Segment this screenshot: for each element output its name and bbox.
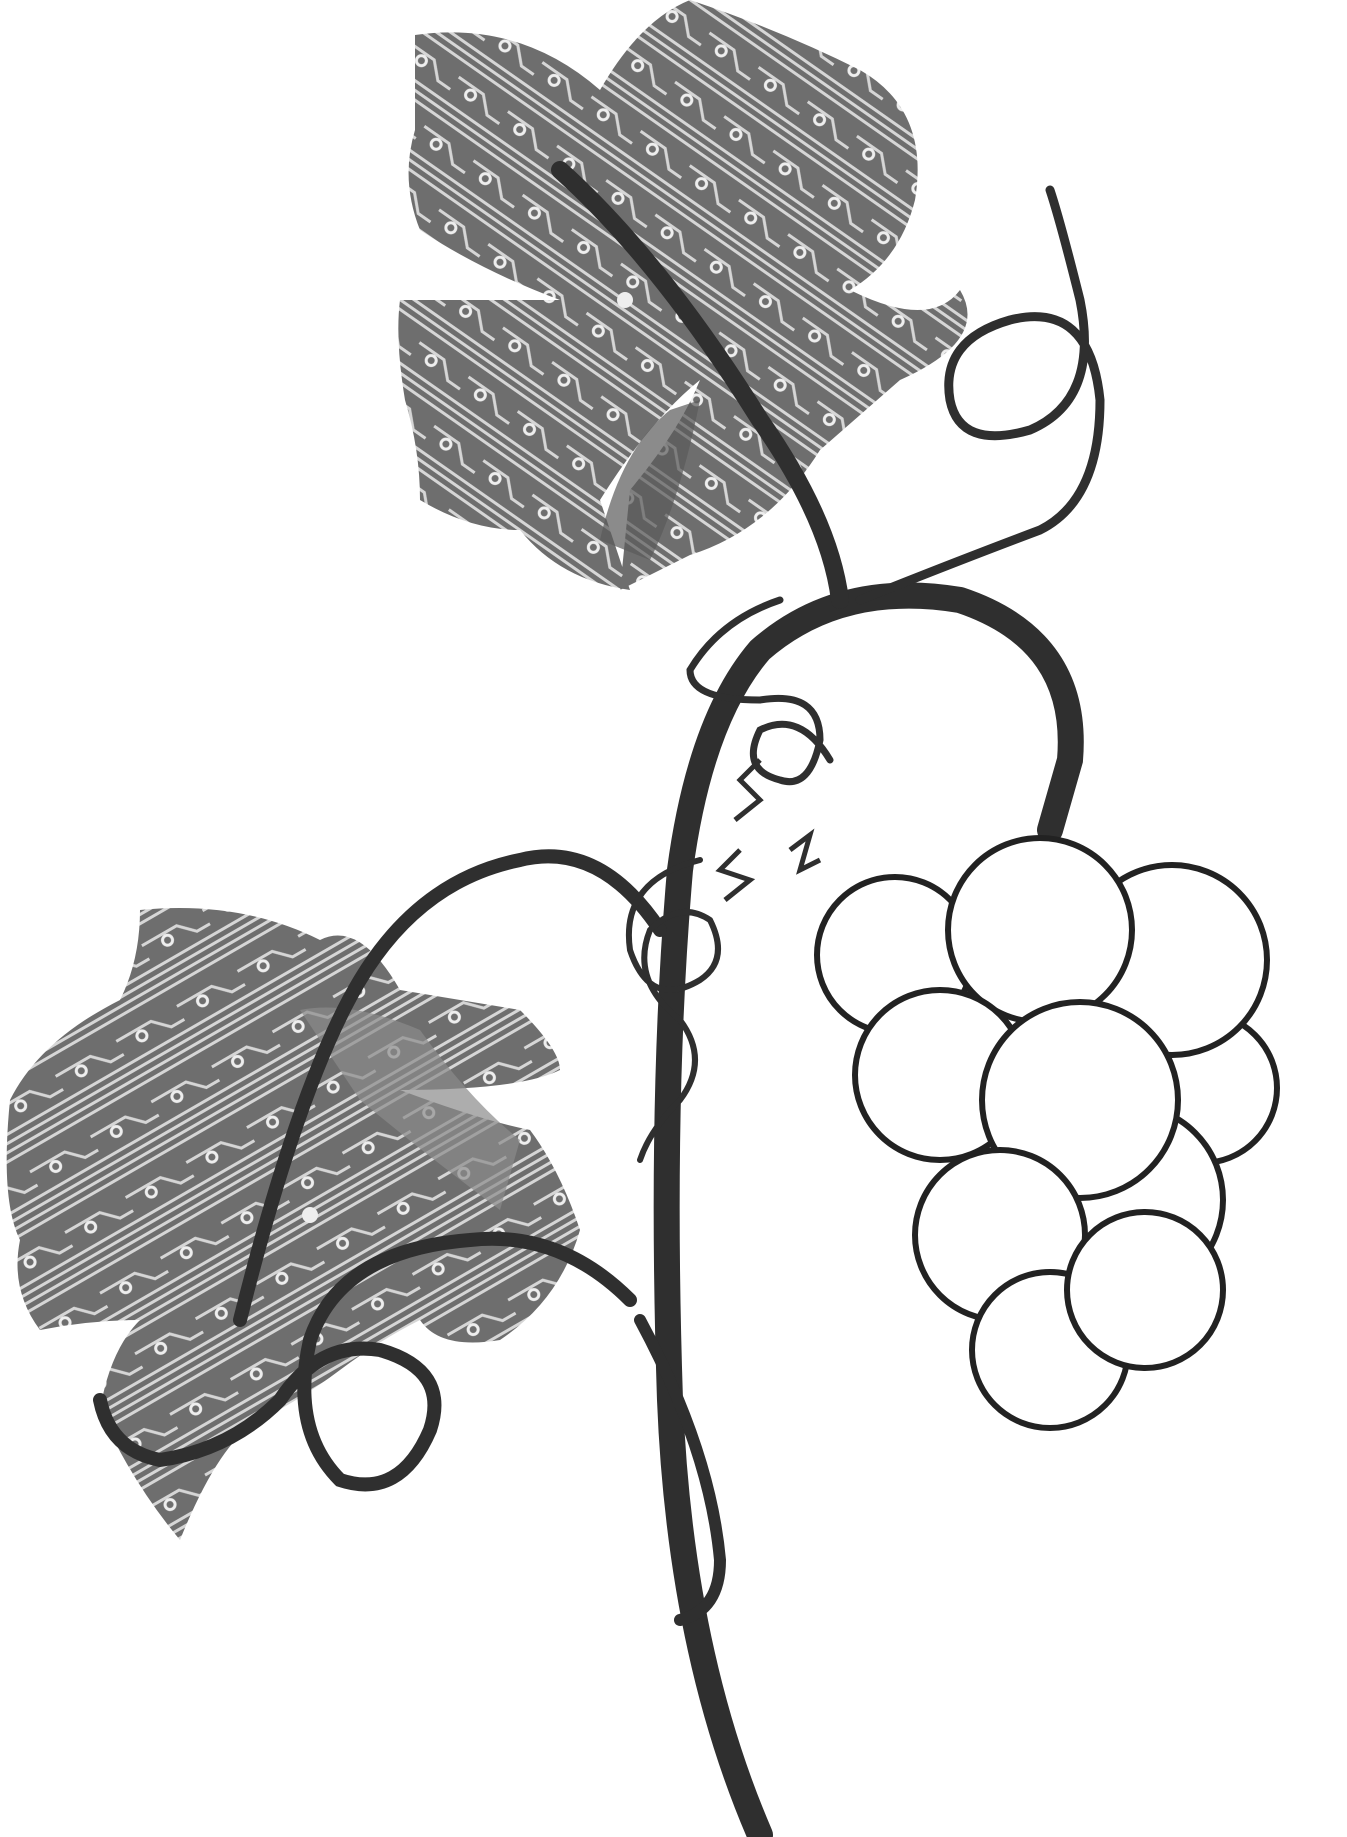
grape-cluster	[814, 835, 1280, 1431]
grape	[979, 999, 1181, 1201]
grape	[1064, 1209, 1226, 1371]
grape	[945, 835, 1135, 1025]
zigzag-tendrils	[715, 758, 822, 902]
lower-leaf	[6, 908, 580, 1540]
vine	[93, 161, 1105, 1837]
